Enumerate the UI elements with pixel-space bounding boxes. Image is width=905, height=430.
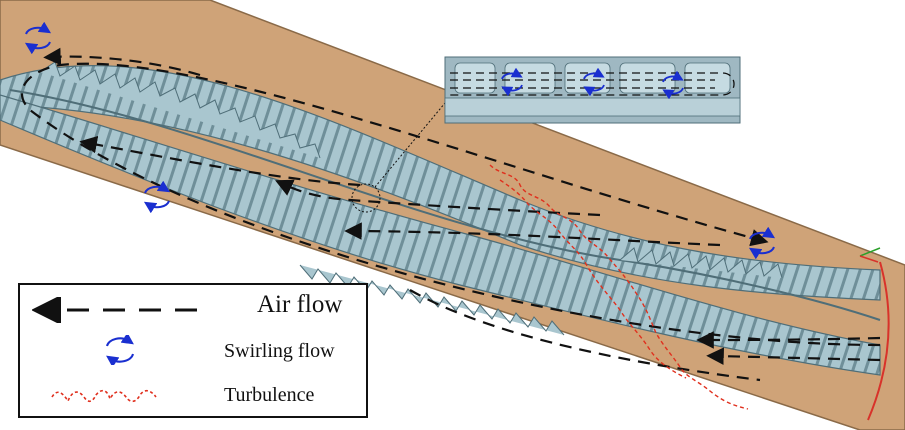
swirl-icon [143,180,171,214]
swirl-icon [748,226,776,260]
turbulence-paths [489,164,749,410]
air-flow-loop-lower [409,289,761,382]
swirl-legend-icon [106,335,134,365]
inset-detail [444,56,741,124]
swirl-icon [24,21,52,55]
legend-label-swirling-flow: Swirling flow [224,340,335,362]
air-flow-loop-outer [20,62,881,347]
swirl-symbols [24,21,776,260]
magnifier-circle [351,183,381,213]
magnifier [351,102,446,213]
inset-bar [444,97,741,117]
fin-band-lower [0,94,881,376]
inset-swirls [501,67,684,100]
air-flow-arrow-right2 [706,347,881,365]
fin-center-ridge [9,89,881,321]
pipe-end-cap [867,261,890,421]
serrated-edge-top [39,61,321,159]
swirl-icon [662,70,684,100]
air-flow-paths [20,47,881,382]
inset-flow-lines [450,72,735,96]
air-flow-arrow-lower [344,222,721,247]
twisted-fin-core [0,61,881,376]
air-flow-arrow-right1 [696,331,881,349]
legend-label-air-flow: Air flow [257,291,343,318]
turbulence-band-2 [499,179,687,379]
turbulence-legend-icon [51,389,157,403]
swirl-icon [583,67,605,97]
serrated-edge-right [619,247,783,279]
turbulence-band [489,164,749,410]
air-flow-legend-symbol [32,297,197,323]
swirl-icon [501,67,523,97]
air-flow-arrow-top [43,47,201,77]
air-flow-arrow-center [275,179,601,217]
legend-label-turbulence: Turbulence [224,384,315,406]
air-flow-arrow-mid [79,135,361,187]
legend: Air flow Swirling flow Turbulence [18,283,368,418]
axis-triad-icon [859,247,881,263]
